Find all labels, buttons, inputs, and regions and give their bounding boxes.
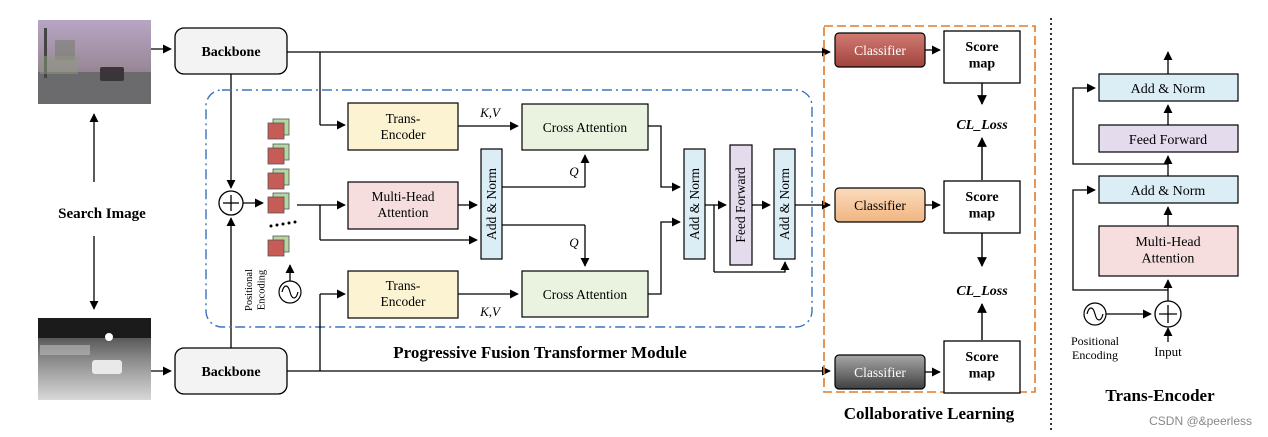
positional-encoding-vertical: PositionalEncoding bbox=[244, 269, 267, 311]
trans-encoder-top bbox=[347, 102, 459, 151]
cross-attention-bottom-label: Cross Attention bbox=[543, 287, 628, 302]
plus-circle-icon bbox=[218, 190, 244, 216]
cross-attention-top-label: Cross Attention bbox=[543, 120, 628, 135]
thermal-search-image bbox=[38, 318, 151, 400]
cl-loss-bottom: CL_Loss bbox=[956, 284, 1008, 299]
q-bottom-label: Q bbox=[569, 235, 579, 250]
te-input-label: Input bbox=[1154, 344, 1182, 359]
kv-bottom-label: K,V bbox=[479, 304, 502, 319]
kv-top-label: K,V bbox=[479, 105, 502, 120]
token-stack-icon bbox=[267, 118, 297, 257]
cross-attention-bottom bbox=[521, 270, 649, 318]
add-norm-label-1: Add & Norm bbox=[484, 168, 499, 240]
te-feed-forward bbox=[1098, 124, 1239, 153]
search-image-label: Search Image bbox=[58, 206, 146, 222]
te-add-norm-bottom-label: Add & Norm bbox=[1131, 184, 1206, 199]
score-map-bottom bbox=[943, 340, 1021, 394]
pftm-boundary bbox=[205, 89, 813, 328]
cl-loss-top: CL_Loss bbox=[956, 118, 1008, 133]
cross-attention-top bbox=[521, 103, 649, 151]
add-norm-label-2: Add & Norm bbox=[687, 168, 702, 240]
feed-forward-label: Feed Forward bbox=[733, 167, 748, 243]
te-add-norm-top-label: Add & Norm bbox=[1131, 82, 1206, 97]
q-top-label: Q bbox=[569, 164, 579, 179]
te-add-norm-top bbox=[1098, 73, 1239, 102]
te-feed-forward-label: Feed Forward bbox=[1129, 133, 1207, 148]
add-norm-label-3: Add & Norm bbox=[777, 168, 792, 240]
add-norm-block-3 bbox=[773, 148, 796, 260]
trans-encoder-top-label: Trans-Encoder bbox=[381, 111, 426, 142]
te-plus-circle-icon bbox=[1154, 300, 1182, 328]
rgb-search-image bbox=[38, 20, 151, 104]
add-norm-block-2 bbox=[683, 148, 706, 260]
watermark: CSDN @&peerless bbox=[1149, 414, 1252, 428]
classifier-bottom-label: Classifier bbox=[854, 365, 906, 380]
trans-encoder-bottom-label: Trans-Encoder bbox=[381, 278, 426, 309]
sine-wave-icon bbox=[278, 280, 302, 304]
collab-title: Collaborative Learning bbox=[844, 404, 1015, 423]
backbone-top-label: Backbone bbox=[201, 45, 260, 60]
add-norm-block-1 bbox=[480, 148, 503, 260]
te-add-norm-bottom bbox=[1098, 175, 1239, 204]
te-multi-head-attention bbox=[1098, 225, 1239, 277]
te-sine-wave-icon bbox=[1083, 302, 1107, 326]
collaborative-learning-boundary bbox=[823, 25, 1036, 393]
score-map-top bbox=[943, 30, 1021, 84]
multi-head-attention-block bbox=[347, 181, 459, 230]
te-title: Trans-Encoder bbox=[1105, 386, 1215, 405]
classifier-top-label: Classifier bbox=[854, 43, 906, 58]
classifier-mid-label: Classifier bbox=[854, 198, 906, 213]
pftm-title: Progressive Fusion Transformer Module bbox=[393, 343, 687, 362]
backbone-bottom-label: Backbone bbox=[201, 365, 260, 380]
